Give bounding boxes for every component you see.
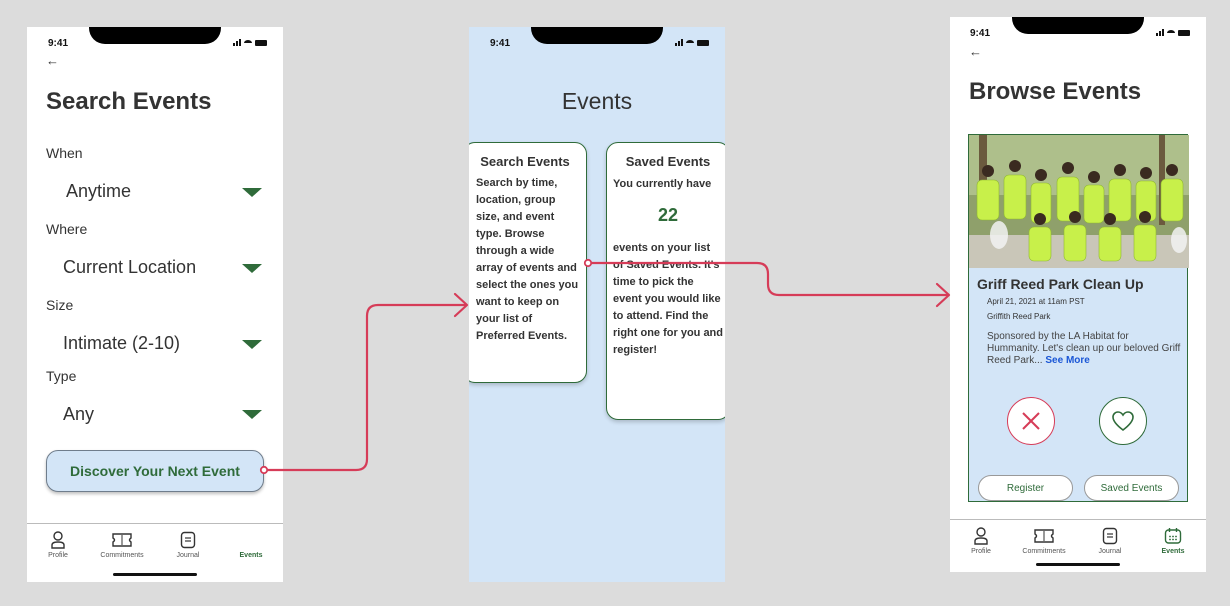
signal-icon	[233, 39, 241, 46]
type-label: Type	[46, 368, 77, 384]
type-chevron-down-icon[interactable]	[242, 410, 262, 419]
when-label: When	[46, 145, 83, 161]
journal-icon	[1102, 527, 1118, 545]
tab-label: Profile	[48, 552, 68, 559]
person-icon	[974, 527, 988, 545]
when-select-value[interactable]: Anytime	[66, 181, 132, 201]
journal-icon	[180, 531, 196, 549]
reject-button[interactable]	[1007, 397, 1055, 445]
event-description-text: Sponsored by the LA Habitat for Hummanit…	[987, 331, 1181, 366]
tab-events[interactable]: Events	[1145, 527, 1201, 555]
back-arrow-icon[interactable]: ←	[969, 44, 982, 59]
tab-label: Profile	[971, 548, 991, 555]
tab-journal[interactable]: Journal	[1082, 527, 1138, 555]
size-chevron-down-icon[interactable]	[242, 340, 262, 349]
device-notch	[89, 27, 221, 44]
tab-label: Events	[239, 552, 263, 559]
flow-arrowhead-1	[453, 292, 469, 318]
card-intro: You currently have	[613, 178, 712, 190]
calendar-icon	[1164, 528, 1182, 544]
signal-icon	[1156, 29, 1164, 36]
person-icon	[51, 531, 65, 549]
page-title: Events	[561, 88, 633, 114]
discover-event-button[interactable]: Discover Your Next Event	[46, 450, 264, 492]
flow-arrowhead-2	[935, 282, 951, 308]
status-time: 9:41	[48, 38, 69, 49]
status-icons	[1156, 28, 1190, 36]
battery-icon	[1178, 30, 1190, 36]
saved-count: 22	[657, 205, 679, 225]
flow-arrow-search-to-events	[262, 303, 468, 472]
tab-commitments[interactable]: Commitments	[1016, 527, 1072, 555]
browse-events-screen: 9:41 ← Browse Events	[950, 17, 1206, 572]
ticket-icon	[112, 533, 132, 547]
events-overview-screen: 9:41 Events Search Events Search by time…	[469, 27, 725, 582]
event-title: Griff Reed Park Clean Up	[977, 276, 1144, 292]
card-body: Search by time, location, group size, an…	[476, 177, 579, 342]
card-body: events on your list of Saved Events. It'…	[613, 242, 723, 356]
wifi-icon	[244, 40, 252, 46]
when-chevron-down-icon[interactable]	[242, 188, 262, 197]
status-icons	[675, 38, 709, 46]
event-description: Sponsored by the LA Habitat for Hummanit…	[987, 331, 1183, 367]
calendar-icon	[223, 531, 279, 549]
event-photo	[969, 135, 1189, 268]
where-chevron-down-icon[interactable]	[242, 264, 262, 273]
event-card: Griff Reed Park Clean Up April 21, 2021 …	[968, 134, 1189, 502]
battery-icon	[697, 40, 709, 46]
saved-events-button[interactable]: Saved Events	[1084, 475, 1179, 501]
x-icon	[1022, 412, 1040, 430]
home-indicator	[113, 573, 197, 576]
tab-label: Journal	[1098, 548, 1122, 555]
where-select-value[interactable]: Current Location	[63, 257, 197, 277]
ticket-icon	[1034, 529, 1054, 543]
tab-bar: Profile Commitments Journal Events	[950, 519, 1206, 572]
save-favorite-button[interactable]	[1099, 397, 1147, 445]
battery-icon	[255, 40, 267, 46]
tab-label: Commitments	[100, 552, 144, 559]
tab-bar: Profile Commitments Journal Events	[27, 523, 283, 582]
event-location: Griffith Reed Park	[987, 312, 1051, 321]
see-more-link[interactable]: See More	[1045, 355, 1090, 366]
tab-profile[interactable]: Profile	[30, 531, 86, 559]
device-notch	[531, 27, 663, 44]
size-select-value[interactable]: Intimate (2-10)	[63, 333, 181, 353]
event-date: April 21, 2021 at 11am PST	[987, 297, 1085, 306]
signal-icon	[675, 39, 683, 46]
tab-events[interactable]: Events	[223, 531, 279, 559]
register-button[interactable]: Register	[978, 475, 1073, 501]
type-select-value[interactable]: Any	[63, 404, 95, 424]
wifi-icon	[686, 40, 694, 46]
card-title: Saved Events	[625, 154, 711, 169]
status-icons	[233, 38, 267, 46]
wifi-icon	[1167, 30, 1175, 36]
tab-label: Journal	[176, 552, 200, 559]
device-notch	[1012, 17, 1144, 34]
tab-journal[interactable]: Journal	[160, 531, 216, 559]
status-time: 9:41	[970, 28, 991, 39]
card-title: Search Events	[480, 154, 570, 169]
tab-commitments[interactable]: Commitments	[94, 531, 150, 559]
tab-label: Commitments	[1022, 548, 1066, 555]
heart-icon	[1112, 411, 1134, 432]
search-events-card[interactable]: Search Events Search by time, location, …	[469, 142, 587, 383]
size-label: Size	[46, 297, 74, 313]
saved-events-card[interactable]: Saved Events You currently have 22 event…	[606, 142, 725, 420]
where-label: Where	[46, 221, 88, 237]
home-indicator	[1036, 563, 1120, 566]
status-time: 9:41	[490, 38, 511, 49]
tab-profile[interactable]: Profile	[953, 527, 1009, 555]
tab-label: Events	[1161, 548, 1185, 555]
volunteers-photo-image	[969, 135, 1189, 268]
page-title: Search Events	[46, 88, 212, 115]
page-title: Browse Events	[969, 78, 1142, 105]
back-arrow-icon[interactable]: ←	[46, 53, 59, 68]
search-events-screen: 9:41 ← Search Events When Anytime Where …	[27, 27, 283, 582]
